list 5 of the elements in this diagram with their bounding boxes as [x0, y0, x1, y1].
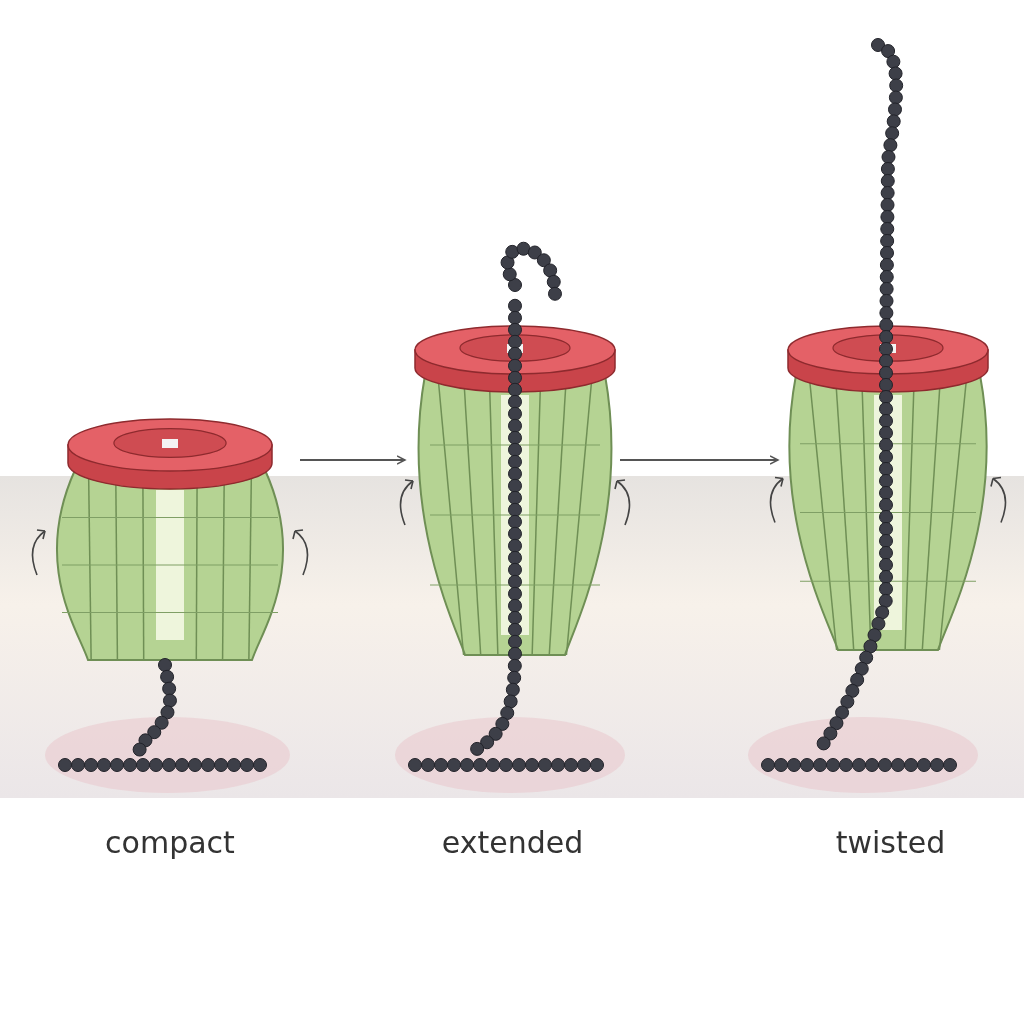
connector-arrow: [619, 455, 779, 465]
connector-arrow: [299, 455, 406, 465]
state-label: extended: [440, 825, 585, 860]
state-label: compact: [104, 825, 236, 860]
state-label: twisted: [834, 825, 947, 860]
